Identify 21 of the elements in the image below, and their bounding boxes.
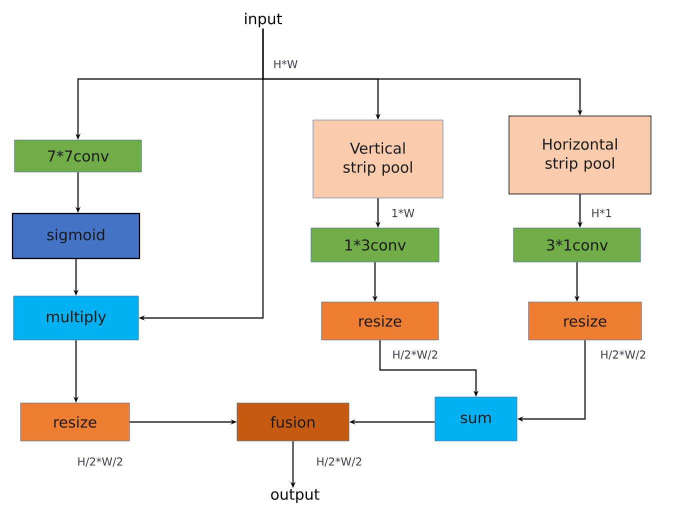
process-box: resize [321,302,439,340]
edge-label: H/2*W/2 [317,457,362,467]
process-box: Vertical strip pool [312,120,444,198]
process-box: sigmoid [12,212,140,260]
process-box: sum [434,396,518,442]
output-label: output [271,489,320,503]
process-box: 7*7conv [14,140,142,172]
process-box: multiply [13,296,139,340]
edge-label: H/2*W/2 [78,457,122,467]
input-label: input [245,12,282,28]
edge-label: H*1 [592,208,611,218]
process-box: 3*1conv [513,228,641,262]
edge-label: H*W [274,60,298,68]
edge-label: 1*W [392,208,414,218]
process-box: 1*3conv [310,228,440,262]
edge-label: H/2*W/2 [393,350,438,360]
process-box: resize [20,402,130,442]
process-box: fusion [236,402,350,442]
process-box: resize [528,302,642,340]
edge-label: H/2*W/2 [601,350,646,360]
process-box: Horizontal strip pool [508,116,652,194]
